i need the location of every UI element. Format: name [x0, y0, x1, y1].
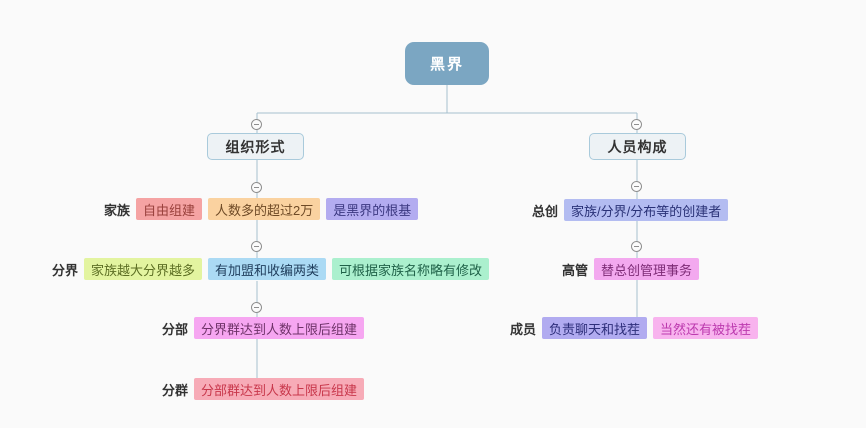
collapse-toggle-icon[interactable] — [251, 182, 262, 193]
row-member: 成员 负责聊天和找茬 当然还有被找茬 — [510, 317, 759, 339]
row-subgroup: 分群 分部群达到人数上限后组建 — [162, 378, 365, 400]
branch-node-personnel[interactable]: 人员构成 — [589, 133, 686, 160]
collapse-toggle-icon[interactable] — [631, 181, 642, 192]
topic-chip[interactable]: 家族越大分界越多 — [84, 258, 203, 280]
collapse-toggle-icon[interactable] — [631, 241, 642, 252]
topic-chip[interactable]: 是黑界的根基 — [326, 198, 419, 220]
topic-chip[interactable]: 人数多的超过2万 — [208, 198, 321, 220]
row-label: 家族 — [104, 202, 131, 218]
topic-chip[interactable]: 分界群达到人数上限后组建 — [194, 317, 365, 339]
root-node[interactable]: 黑界 — [405, 42, 489, 85]
topic-chip[interactable]: 分部群达到人数上限后组建 — [194, 378, 365, 400]
row-division: 分部 分界群达到人数上限后组建 — [162, 317, 365, 339]
row-label: 分部 — [162, 321, 189, 337]
branch-node-organization-form[interactable]: 组织形式 — [207, 133, 304, 160]
collapse-toggle-icon[interactable] — [631, 119, 642, 130]
row-label: 总创 — [532, 203, 559, 219]
topic-chip[interactable]: 替总创管理事务 — [594, 258, 700, 280]
row-label: 高管 — [562, 262, 589, 278]
collapse-toggle-icon[interactable] — [251, 302, 262, 313]
collapse-toggle-icon[interactable] — [251, 241, 262, 252]
topic-chip[interactable]: 有加盟和收编两类 — [208, 258, 327, 280]
row-founder: 总创 家族/分界/分布等的创建者 — [532, 199, 729, 221]
topic-chip[interactable]: 当然还有被找茬 — [653, 317, 759, 339]
topic-chip[interactable]: 可根据家族名称略有修改 — [332, 258, 490, 280]
topic-chip[interactable]: 家族/分界/分布等的创建者 — [564, 199, 729, 221]
row-family: 家族 自由组建 人数多的超过2万 是黑界的根基 — [104, 198, 419, 220]
row-executive: 高管 替总创管理事务 — [562, 258, 700, 280]
row-label: 分群 — [162, 382, 189, 398]
row-label: 分界 — [52, 262, 79, 278]
row-label: 成员 — [510, 321, 537, 337]
topic-chip[interactable]: 自由组建 — [136, 198, 203, 220]
collapse-toggle-icon[interactable] — [251, 119, 262, 130]
topic-chip[interactable]: 负责聊天和找茬 — [542, 317, 648, 339]
row-boundary: 分界 家族越大分界越多 有加盟和收编两类 可根据家族名称略有修改 — [52, 258, 490, 280]
